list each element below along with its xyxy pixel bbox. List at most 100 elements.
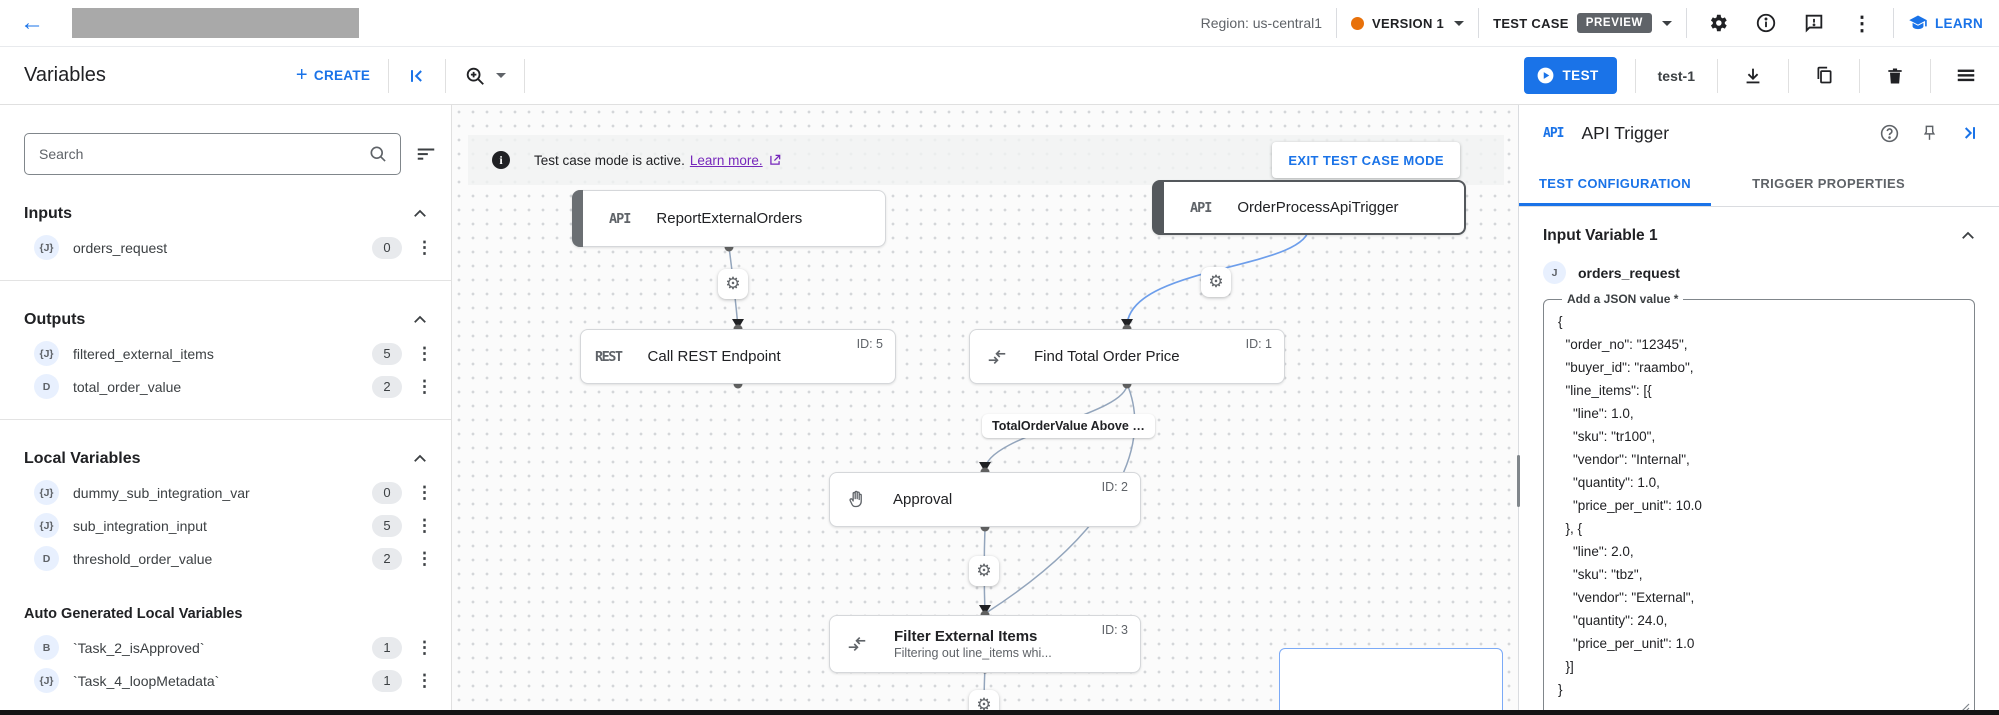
node-find-total-order-price[interactable]: Find Total Order Price ID: 1: [969, 329, 1285, 384]
type-badge: B: [34, 635, 59, 660]
row-options-kebab-icon[interactable]: ⋮: [416, 516, 433, 535]
approval-hand-icon: [846, 489, 867, 510]
row-options-kebab-icon[interactable]: ⋮: [416, 638, 433, 657]
input-variable-section-title: Input Variable 1: [1543, 227, 1658, 244]
learn-label: LEARN: [1935, 15, 1983, 31]
delete-trash-icon[interactable]: [1878, 59, 1912, 93]
task-id: ID: 2: [1101, 480, 1128, 494]
test-case-dropdown[interactable]: TEST CASE PREVIEW: [1493, 13, 1672, 33]
json-field-label: Add a JSON value *: [1567, 292, 1679, 306]
row-options-kebab-icon[interactable]: ⋮: [416, 483, 433, 502]
usage-count-badge: 0: [372, 236, 402, 259]
search-input[interactable]: [39, 146, 368, 162]
usage-count-badge: 5: [372, 514, 402, 537]
test-case-name[interactable]: test-1: [1657, 67, 1695, 84]
test-case-label: TEST CASE: [1493, 15, 1569, 31]
integration-canvas[interactable]: i Test case mode is active. Learn more. …: [452, 105, 1518, 715]
chevron-down-icon: [1662, 20, 1672, 26]
node-order-process-api-trigger[interactable]: API OrderProcessApiTrigger: [1152, 180, 1466, 235]
row-options-kebab-icon[interactable]: ⋮: [416, 377, 433, 396]
log-list-icon[interactable]: [1949, 59, 1983, 93]
plus-icon: +: [295, 64, 308, 86]
api-trigger-glyph: API: [609, 210, 631, 227]
json-value-textarea[interactable]: { "order_no": "12345", "buyer_id": "raam…: [1558, 314, 1702, 697]
version-dropdown[interactable]: VERSION 1: [1351, 15, 1465, 31]
variable-row-Task_2_isApproved[interactable]: B `Task_2_isApproved` 1 ⋮: [0, 631, 451, 664]
variable-name: `Task_2_isApproved`: [73, 639, 205, 656]
section-header-outputs: Outputs: [0, 303, 451, 337]
edge-settings-gear-icon[interactable]: ⚙: [969, 556, 999, 586]
row-options-kebab-icon[interactable]: ⋮: [416, 344, 433, 363]
row-options-kebab-icon[interactable]: ⋮: [416, 549, 433, 568]
panel-resize-handle[interactable]: [1517, 455, 1520, 507]
edge-settings-gear-icon[interactable]: ⚙: [1201, 267, 1231, 297]
node-report-external-orders[interactable]: API ReportExternalOrders: [572, 190, 886, 247]
row-options-kebab-icon[interactable]: ⋮: [416, 671, 433, 690]
collapse-panel-left-icon[interactable]: [407, 66, 427, 86]
variable-name: orders_request: [73, 239, 168, 256]
divider: [1859, 58, 1860, 93]
panel-title: API Trigger: [1581, 122, 1670, 143]
play-circle-icon: [1537, 67, 1553, 84]
chevron-up-icon[interactable]: [411, 311, 429, 329]
row-options-kebab-icon[interactable]: ⋮: [416, 238, 433, 257]
download-icon[interactable]: [1736, 59, 1770, 93]
pin-icon[interactable]: [1920, 124, 1939, 143]
info-icon[interactable]: [1749, 6, 1783, 40]
node-filter-external-items[interactable]: Filter External Items Filtering out line…: [829, 615, 1141, 673]
chevron-up-icon[interactable]: [411, 205, 429, 223]
usage-count-badge: 1: [372, 636, 402, 659]
node-approval[interactable]: Approval ID: 2: [829, 472, 1141, 527]
empty-selection-box[interactable]: [1279, 648, 1503, 715]
tab-trigger-properties[interactable]: TRIGGER PROPERTIES: [1752, 176, 1906, 191]
rest-task-glyph: REST: [595, 348, 623, 365]
version-label: VERSION 1: [1372, 15, 1445, 31]
create-variable-button[interactable]: + CREATE: [295, 64, 371, 86]
chevron-up-icon[interactable]: [411, 450, 429, 468]
search-icon: [370, 146, 386, 162]
variable-row-Task_4_loopMetadata[interactable]: {J}`Task_4_loopMetadata`1⋮: [0, 664, 451, 697]
test-button[interactable]: TEST: [1523, 57, 1617, 94]
edge-settings-gear-icon[interactable]: ⚙: [718, 269, 748, 299]
edge-condition-label[interactable]: TotalOrderValue Above …: [982, 414, 1155, 438]
type-badge: {J}: [34, 513, 59, 538]
divider: [1930, 58, 1931, 93]
divider: [445, 58, 447, 93]
chevron-down-icon: [1454, 20, 1465, 26]
collapse-panel-right-icon[interactable]: [1959, 123, 1979, 143]
tab-test-configuration[interactable]: TEST CONFIGURATION: [1519, 161, 1711, 206]
divider: [1788, 58, 1789, 93]
more-options-kebab-icon[interactable]: ⋮: [1852, 12, 1872, 35]
divider: [1893, 8, 1894, 38]
node-call-rest-endpoint[interactable]: REST Call REST Endpoint ID: 5: [580, 329, 896, 384]
divider: [524, 58, 526, 93]
copy-icon[interactable]: [1807, 59, 1841, 93]
panel-tabs: TEST CONFIGURATION TRIGGER PROPERTIES: [1519, 161, 1999, 207]
section-title: Inputs: [24, 205, 72, 222]
settings-gear-icon[interactable]: [1701, 6, 1735, 40]
type-badge: D: [34, 374, 59, 399]
type-badge: {J}: [34, 480, 59, 505]
integration-title-placeholder: [72, 8, 359, 38]
help-icon[interactable]: [1879, 123, 1900, 144]
data-mapping-icon: [846, 633, 868, 655]
chevron-up-icon[interactable]: [1959, 227, 1977, 245]
exit-test-case-mode-button[interactable]: EXIT TEST CASE MODE: [1272, 142, 1460, 178]
learn-more-link[interactable]: Learn more.: [689, 152, 763, 168]
divider: [1634, 58, 1636, 93]
sort-filter-icon[interactable]: [415, 143, 437, 165]
feedback-icon[interactable]: [1797, 6, 1831, 40]
json-value-field: Add a JSON value * { "order_no": "12345"…: [1543, 292, 1975, 715]
learn-button[interactable]: LEARN: [1908, 13, 1983, 33]
back-arrow-icon[interactable]: ←: [20, 9, 44, 36]
task-id: ID: 1: [1245, 337, 1272, 351]
variables-sidebar: Inputs {J} orders_request 0 ⋮ Outputs{J}filte…: [0, 105, 452, 715]
zoom-control-dropdown[interactable]: [464, 65, 507, 87]
